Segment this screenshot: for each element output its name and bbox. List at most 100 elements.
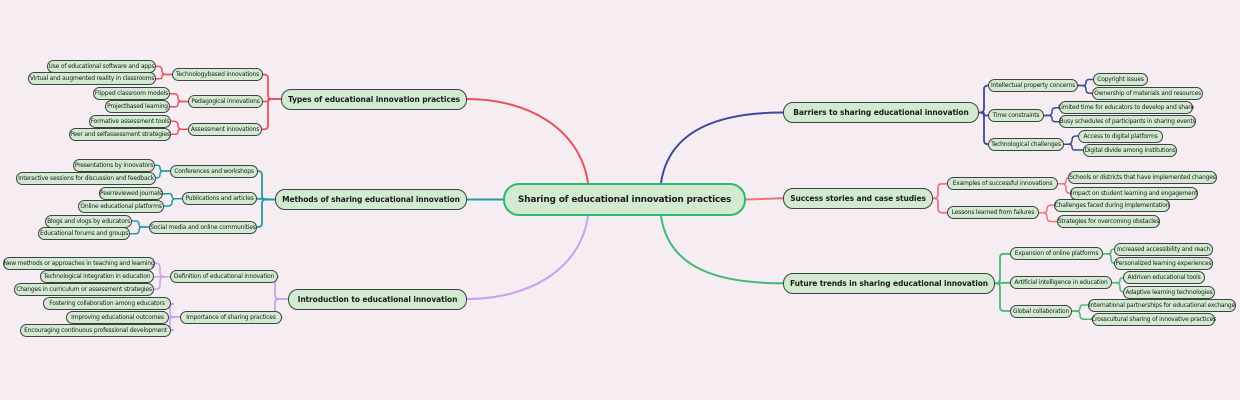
node-conferences-and-workshops[interactable]: Conferences and workshops (170, 164, 258, 178)
connector-line (155, 73, 173, 80)
node-ownership-of-materials-and-resources[interactable]: Ownership of materials and resources (1092, 86, 1203, 100)
node-global-collaboration[interactable]: Global collaboration (1010, 304, 1072, 318)
node-strategies-for-overcoming-obstacles[interactable]: Strategies for overcoming obstacles (1057, 215, 1160, 228)
connector-line (932, 197, 948, 214)
node-increased-accessibility-and-reach[interactable]: Increased accessibility and reach (1114, 242, 1213, 256)
connector-line (994, 282, 1011, 312)
connector-line (466, 215, 589, 300)
connector-line (129, 226, 150, 235)
connector-line (1111, 276, 1124, 284)
connector-line (162, 192, 183, 200)
node-interactive-sessions-for-discussion-and-feed[interactable]: Interactive sessions for discussion and … (16, 171, 156, 185)
connector-line (169, 316, 181, 332)
node-personalized-learning-experiences[interactable]: Personalized learning experiences (1114, 256, 1213, 270)
node-technological-integration-in-education[interactable]: Technological integration in education (40, 270, 154, 284)
central-topic[interactable]: Sharing of educational innovation practi… (503, 183, 746, 216)
node-educational-forums-and-groups[interactable]: Educational forums and groups (38, 227, 130, 241)
connector-line (994, 281, 1011, 285)
branch-methods[interactable]: Methods of sharing educational innovatio… (275, 189, 467, 210)
connector-line (1043, 106, 1060, 117)
node-assessment-innovations[interactable]: Assessment innovations (188, 122, 262, 136)
node-formative-assessment-tools[interactable]: Formative assessment tools (89, 114, 171, 128)
node-intellectual-property-concerns[interactable]: Intellectual property concerns (988, 79, 1078, 92)
connector-line (169, 93, 189, 103)
connector-line (1038, 204, 1055, 214)
node-peerreviewed-journals[interactable]: Peerreviewed journals (99, 187, 163, 201)
node-definition-of-educational-innovation[interactable]: Definition of educational innovation (170, 270, 278, 284)
connector-line (978, 84, 989, 114)
node-impact-on-student-learning-and-engagement[interactable]: Impact on student learning and engagemen… (1070, 186, 1198, 200)
branch-types[interactable]: Types of educational innovation practice… (281, 88, 467, 110)
node-publications-and-articles[interactable]: Publications and articles (182, 192, 257, 206)
node-aidriven-educational-tools[interactable]: AIdriven educational tools (1123, 271, 1205, 285)
connector-line (170, 120, 189, 131)
node-artificial-intelligence-in-education[interactable]: Artificial intelligence in education (1010, 276, 1112, 290)
connector-line (1043, 114, 1060, 123)
node-technologybased-innovations[interactable]: Technologybased innovations (172, 68, 263, 81)
connector-line (466, 98, 589, 184)
connector-line (163, 197, 183, 207)
node-challenges-faced-during-implementation[interactable]: Challenges faced during implementation (1054, 198, 1170, 212)
connector-line (256, 198, 276, 228)
connector-line (257, 170, 276, 201)
connector-line (1077, 84, 1093, 95)
connector-line (154, 164, 171, 172)
connector-line (1057, 183, 1071, 195)
connector-line (1102, 248, 1115, 255)
connector-line (1077, 78, 1094, 87)
node-importance-of-sharing-practices[interactable]: Importance of sharing practices (180, 310, 282, 324)
connector-line (153, 275, 171, 291)
node-international-partnerships-for-educational-e[interactable]: International partnerships for education… (1088, 298, 1236, 312)
node-fostering-collaboration-among-educators[interactable]: Fostering collaboration among educators (43, 297, 171, 311)
connector-line (994, 252, 1011, 285)
branch-introduction[interactable]: Introduction to educational innovation (288, 288, 467, 310)
node-limited-time-for-educators-to-develop-and-sh[interactable]: Limited time for educators to develop an… (1058, 101, 1194, 115)
connector-line (256, 197, 276, 201)
node-flipped-classroom-models[interactable]: Flipped classroom models (93, 87, 170, 101)
connector-line (170, 128, 189, 136)
connector-line (978, 111, 989, 146)
node-time-constraints[interactable]: Time constraints (988, 109, 1044, 122)
node-pedagogical-innovations[interactable]: Pedagogical innovations (188, 95, 263, 108)
node-improving-educational-outcomes[interactable]: Improving educational outcomes (66, 310, 169, 324)
node-virtual-and-augmented-reality-in-classrooms[interactable]: Virtual and augmented reality in classro… (28, 72, 156, 86)
node-busy-schedules-of-participants-in-sharing-ev[interactable]: Busy schedules of participants in sharin… (1059, 115, 1196, 129)
node-use-of-educational-software-and-apps[interactable]: Use of educational software and apps (47, 59, 156, 73)
node-technological-challenges[interactable]: Technological challenges (988, 137, 1064, 151)
node-digital-divide-among-institutions[interactable]: Digital divide among institutions (1083, 143, 1177, 157)
node-lessons-learned-from-failures[interactable]: Lessons learned from failures (947, 206, 1039, 220)
connector-line (660, 111, 784, 184)
connector-line (154, 262, 171, 278)
node-schools-or-districts-that-have-implemented-c[interactable]: Schools or districts that have implement… (1068, 171, 1217, 185)
branch-barriers[interactable]: Barriers to sharing educational innovati… (783, 102, 979, 123)
connector-line (978, 111, 989, 117)
node-new-methods-or-approaches-in-teaching-and-le[interactable]: New methods or approaches in teaching an… (3, 256, 155, 270)
connector-line (1071, 304, 1089, 312)
node-expansion-of-online-platforms[interactable]: Expansion of online platforms (1010, 247, 1103, 261)
connector-line (1038, 211, 1058, 223)
node-blogs-and-vlogs-by-educators[interactable]: Blogs and vlogs by educators (45, 214, 132, 228)
node-crosscultural-sharing-of-innovative-practice[interactable]: Crosscultural sharing of innovative prac… (1091, 312, 1216, 326)
connector-line (155, 170, 171, 179)
node-projectbased-learning[interactable]: Projectbased learning (105, 100, 170, 114)
connector-line (932, 182, 948, 200)
node-copyright-issues[interactable]: Copyright issues (1093, 73, 1148, 86)
connector-line (1063, 143, 1084, 151)
node-encouraging-continuous-professional-developm[interactable]: Encouraging continuous professional deve… (20, 323, 171, 337)
branch-future-trends[interactable]: Future trends in sharing educational inn… (783, 272, 995, 294)
node-changes-in-curriculum-or-assessment-strategi[interactable]: Changes in curriculum or assessment stra… (14, 282, 154, 296)
node-online-educational-platforms[interactable]: Online educational platforms (78, 199, 164, 213)
connector-line (169, 302, 181, 318)
branch-success-stories[interactable]: Success stories and case studies (783, 187, 933, 209)
node-access-to-digital-platforms[interactable]: Access to digital platforms (1078, 129, 1163, 143)
node-examples-of-successful-innovations[interactable]: Examples of successful innovations (947, 177, 1058, 191)
connector-line (745, 197, 784, 201)
node-peer-and-selfassessment-strategies[interactable]: Peer and selfassessment strategies (69, 127, 171, 141)
node-social-media-and-online-communities[interactable]: Social media and online communities (149, 220, 257, 234)
node-adaptive-learning-technologies[interactable]: Adaptive learning technologies (1123, 285, 1215, 299)
node-presentations-by-innovators[interactable]: Presentations by innovators (73, 158, 155, 172)
connector-line (1071, 310, 1093, 321)
connector-line (660, 215, 784, 285)
connector-line (261, 98, 282, 131)
